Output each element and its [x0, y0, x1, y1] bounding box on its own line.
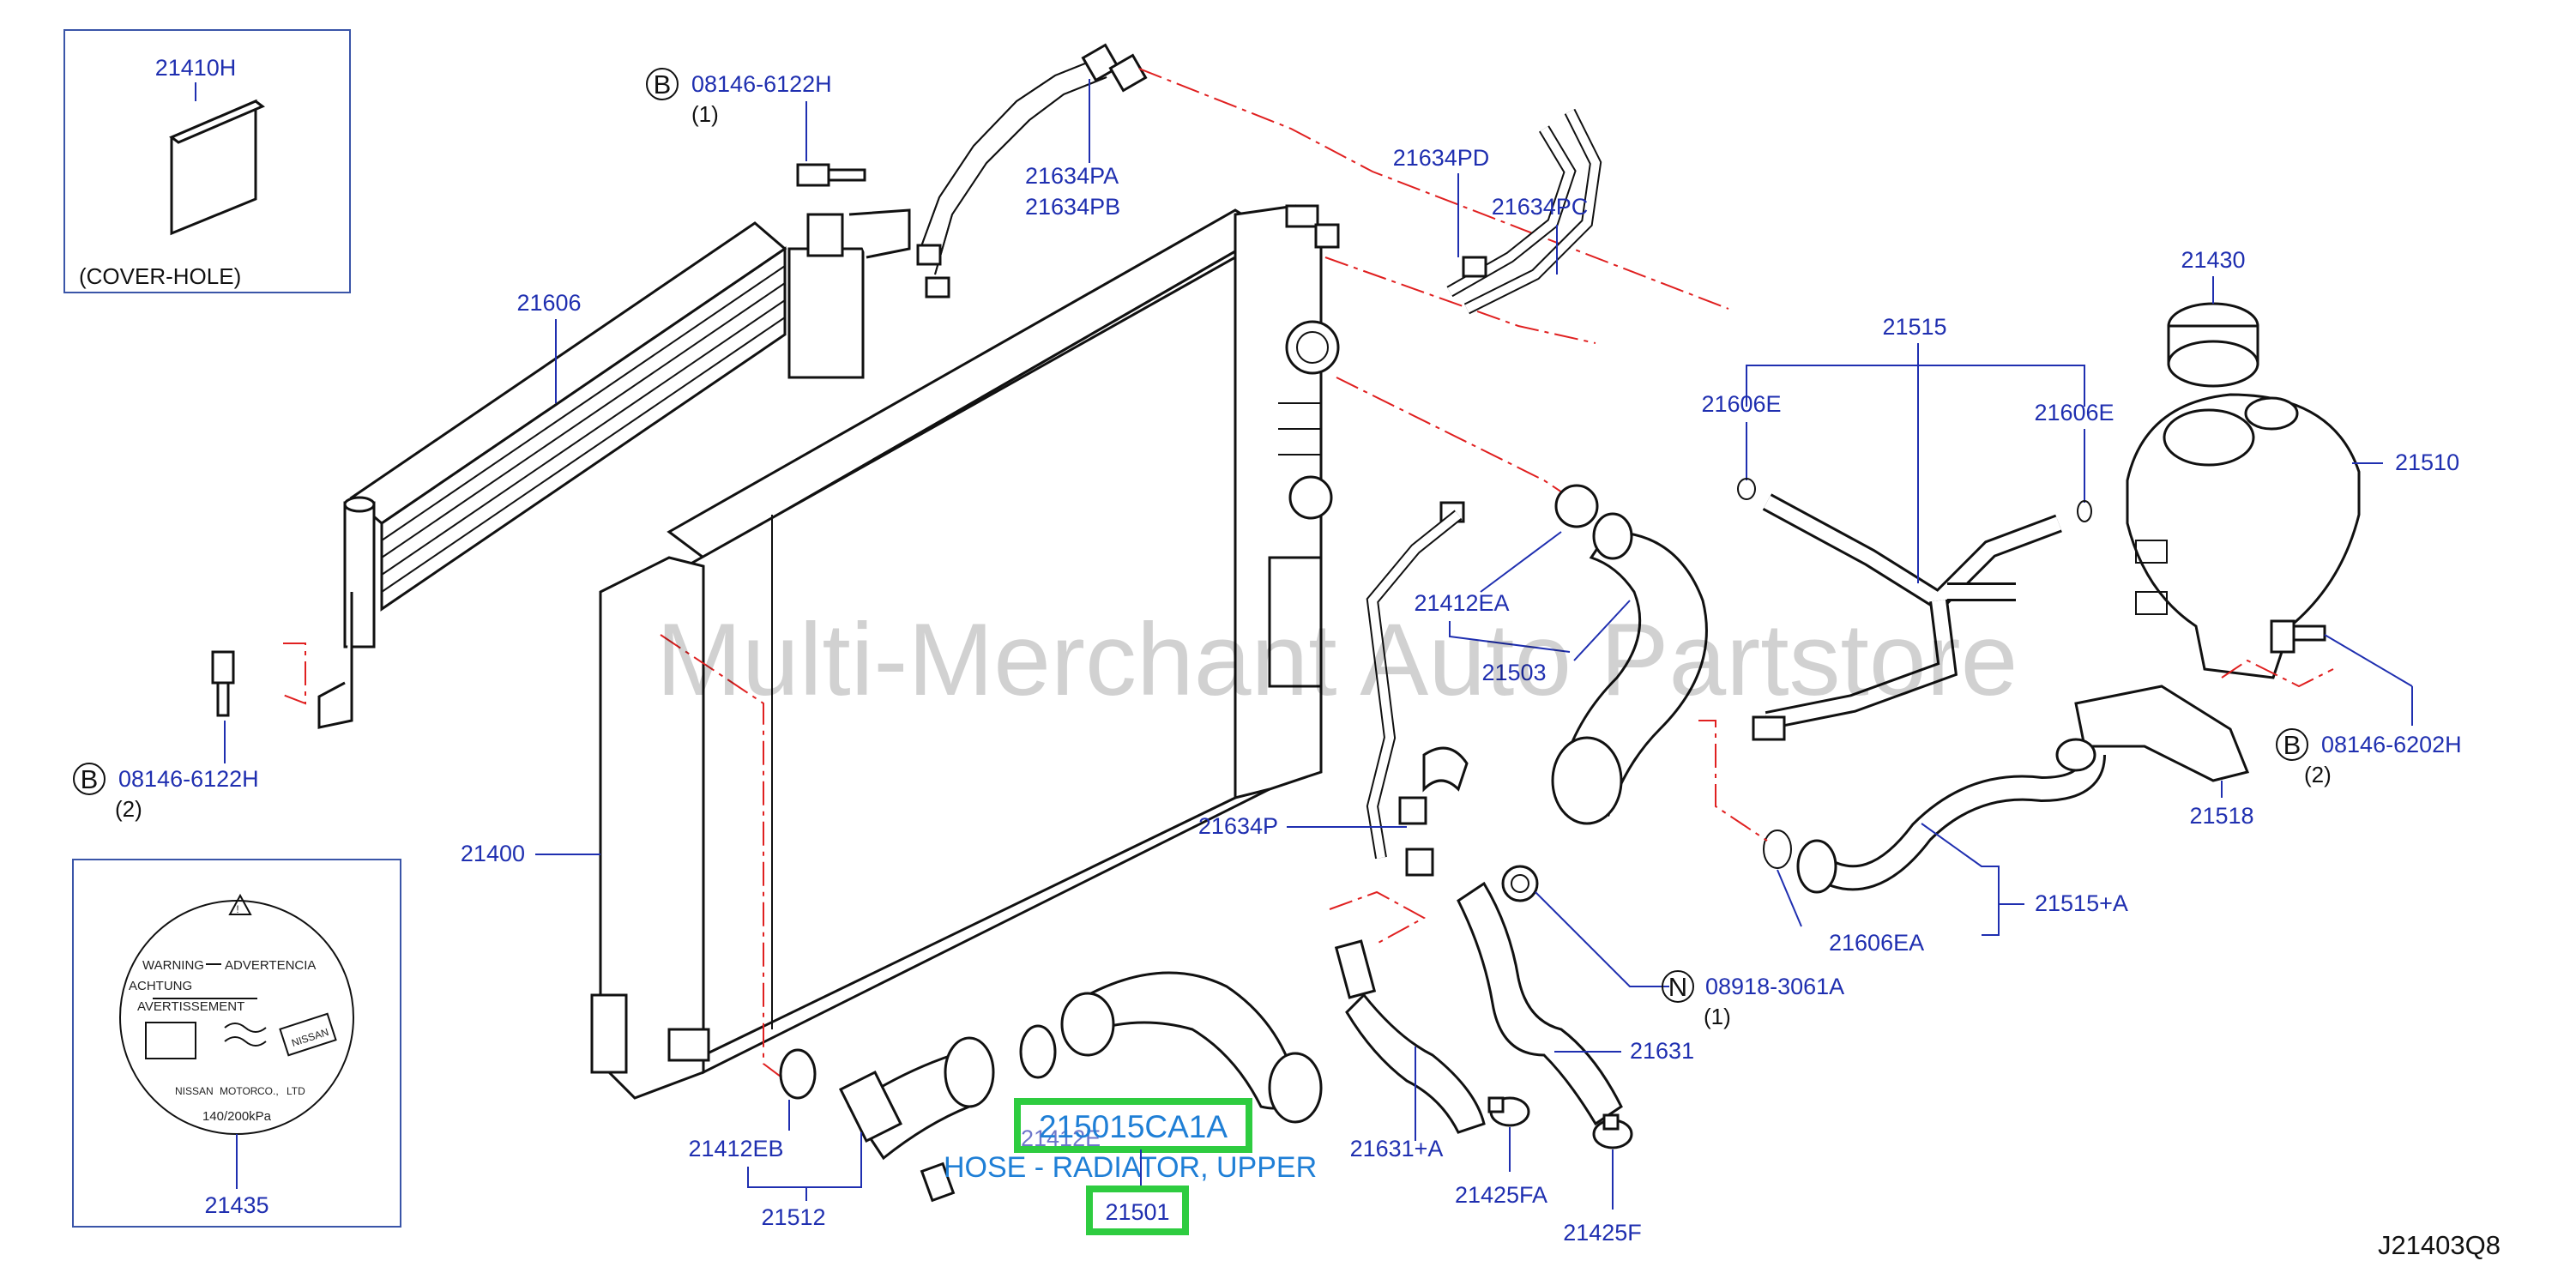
part-hose-21503[interactable]: [1551, 512, 1708, 825]
label-21634PD[interactable]: 21634PD: [1393, 145, 1490, 171]
svg-text:N: N: [1668, 972, 1687, 1002]
part-upper-hose-21501[interactable]: [1019, 971, 1323, 1124]
part-o-ring-21412EB[interactable]: [779, 1048, 817, 1100]
label-21606E-left[interactable]: 21606E: [1701, 391, 1781, 417]
label-21503[interactable]: 21503: [1481, 660, 1546, 685]
label-21634PB[interactable]: 21634PB: [1025, 194, 1120, 220]
part-hose-21631[interactable]: [1334, 881, 1623, 1134]
label-21634P[interactable]: 21634P: [1198, 813, 1278, 839]
part-clamp-21425F[interactable]: [1592, 1113, 1633, 1149]
caption-cover-hole: (COVER-HOLE): [79, 263, 241, 289]
svg-text:ADVERTENCIA: ADVERTENCIA: [225, 958, 316, 973]
part-o-ring-21606EA[interactable]: [1763, 830, 1792, 869]
marker-b-left: [73, 763, 106, 795]
label-21425F[interactable]: 21425F: [1563, 1220, 1642, 1246]
label-21634PC[interactable]: 21634PC: [1492, 194, 1589, 220]
drawing-reference: J21403Q8: [2378, 1230, 2501, 1260]
highlight-description: HOSE - RADIATOR, UPPER: [944, 1151, 1317, 1184]
svg-text:NISSAN: NISSAN: [175, 1085, 214, 1097]
label-21512[interactable]: 21512: [761, 1204, 825, 1230]
bolt-08146-6122H-upper[interactable]: [796, 163, 866, 187]
marker-n: [1662, 970, 1694, 1003]
part-o-ring-21606E-right[interactable]: [2077, 500, 2092, 522]
label-21518[interactable]: 21518: [2189, 803, 2253, 829]
part-cooler-pipes-21634PA-PB[interactable]: [916, 43, 1148, 299]
highlight-part-number-box[interactable]: [1014, 1098, 1252, 1153]
part-radiator-21400[interactable]: [590, 204, 1340, 1100]
label-21515A[interactable]: 21515+A: [2035, 890, 2128, 916]
highlight-part-number[interactable]: 215015CA1A: [1039, 1109, 1228, 1144]
marker-b-upper: [646, 68, 679, 100]
label-21515[interactable]: 21515: [1882, 314, 1946, 340]
highlight-callout-box[interactable]: [1086, 1186, 1189, 1235]
svg-text:(1): (1): [691, 101, 719, 127]
label-21412EA[interactable]: 21412EA: [1414, 590, 1509, 616]
label-08146-6202H[interactable]: 08146-6202H: [2321, 732, 2462, 757]
svg-text:NISSAN: NISSAN: [290, 1026, 330, 1049]
label-21430[interactable]: 21430: [2181, 247, 2245, 273]
inset-cover-hole: 21410H (COVER-HOLE): [63, 29, 351, 293]
label-21410H[interactable]: 21410H: [155, 55, 237, 81]
part-o-ring-21606E-left[interactable]: [1737, 478, 1756, 500]
svg-text:(2): (2): [2304, 762, 2332, 787]
bolt-08146-6202H[interactable]: [2270, 619, 2326, 654]
label-21510[interactable]: 21510: [2395, 449, 2459, 475]
part-hose-21515A[interactable]: [1796, 738, 2106, 894]
svg-text:LTD: LTD: [287, 1085, 305, 1097]
svg-text:CO.,: CO.,: [257, 1085, 279, 1097]
svg-text:B: B: [2283, 730, 2302, 760]
part-o-ring-21412EA[interactable]: [1554, 484, 1599, 528]
part-pipe-21634P[interactable]: [1398, 746, 1469, 877]
svg-text:(2): (2): [115, 796, 142, 822]
label-21634PA[interactable]: 21634PA: [1025, 163, 1119, 189]
part-cap-21430[interactable]: [2167, 302, 2259, 388]
label-21606[interactable]: 21606: [516, 290, 581, 316]
label-21435[interactable]: 21435: [204, 1192, 268, 1218]
label-21606EA[interactable]: 21606EA: [1829, 930, 1924, 956]
part-reservoir-21510[interactable]: [2126, 393, 2361, 679]
label-21631A[interactable]: 21631+A: [1350, 1136, 1444, 1161]
inset-warning-label: ! WARNING ADVERTENCIA ACHTUNG AVERTISSEM…: [72, 859, 401, 1228]
label-21412EB[interactable]: 21412EB: [688, 1136, 783, 1161]
svg-text:(1): (1): [1704, 1004, 1731, 1029]
svg-text:140/200kPa: 140/200kPa: [202, 1109, 272, 1124]
marker-b-right: [2276, 728, 2308, 761]
part-hose-21512[interactable]: [838, 1036, 995, 1203]
label-21400[interactable]: 21400: [461, 841, 525, 866]
part-bracket-21518[interactable]: [2074, 685, 2250, 782]
part-pipes-21634PD-PC[interactable]: [1366, 108, 1602, 860]
bolt-08146-6122H-left[interactable]: [211, 650, 235, 717]
label-21425FA[interactable]: 21425FA: [1455, 1182, 1547, 1208]
label-08146-6122H-1[interactable]: 08146-6122H: [691, 71, 832, 97]
watermark: Multi-Merchant Auto Partstore: [656, 602, 2018, 717]
highlight-callout-21501[interactable]: 21501: [1105, 1199, 1169, 1225]
label-08146-6122H-2[interactable]: 08146-6122H: [118, 766, 259, 792]
svg-text:B: B: [81, 764, 99, 794]
svg-text:WARNING: WARNING: [142, 958, 204, 973]
svg-text:AVERTISSEMENT: AVERTISSEMENT: [137, 999, 244, 1014]
svg-text:!: !: [236, 903, 238, 915]
label-21631[interactable]: 21631: [1630, 1038, 1694, 1064]
label-08918-3061A[interactable]: 08918-3061A: [1705, 974, 1844, 999]
part-oil-cooler-21606[interactable]: [317, 208, 911, 729]
part-clamp-21425FA[interactable]: [1487, 1096, 1530, 1127]
bolt-08918-3061A[interactable]: [1501, 865, 1539, 902]
svg-text:B: B: [654, 69, 672, 100]
part-hose-21515[interactable]: [1752, 493, 2062, 741]
label-21606E-right[interactable]: 21606E: [2034, 400, 2114, 425]
svg-text:MOTOR: MOTOR: [220, 1085, 258, 1097]
svg-text:ACHTUNG: ACHTUNG: [129, 979, 192, 993]
